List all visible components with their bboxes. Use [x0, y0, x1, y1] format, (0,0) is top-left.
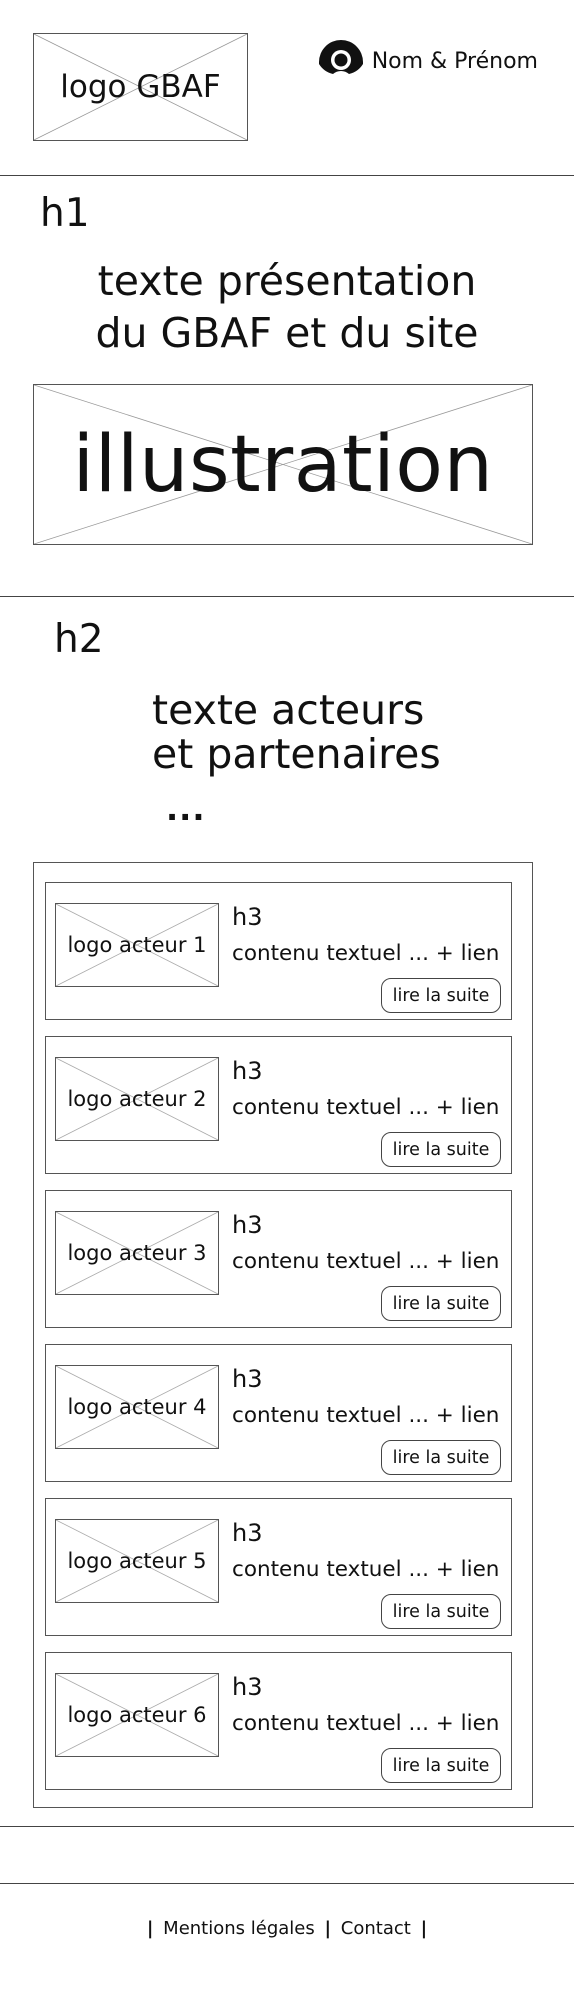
actor-card: logo acteur 2 h3 contenu textuel ... + l… — [45, 1036, 512, 1174]
site-logo-label: logo GBAF — [60, 69, 221, 105]
actor-logo-label: logo acteur 5 — [67, 1549, 207, 1573]
actor-logo-placeholder[interactable]: logo acteur 6 — [55, 1673, 219, 1757]
placeholder-cross-icon — [34, 385, 532, 544]
actor-logo-placeholder[interactable]: logo acteur 5 — [55, 1519, 219, 1603]
contact-link[interactable]: Contact — [340, 1918, 411, 1939]
actors-list: logo acteur 1 h3 contenu textuel ... + l… — [33, 862, 533, 1808]
footer-separator: | — [146, 1918, 154, 1939]
actor-logo-label: logo acteur 2 — [67, 1087, 207, 1111]
actor-logo-label: logo acteur 4 — [67, 1395, 207, 1419]
actor-text-link[interactable]: contenu textuel ... + lien — [232, 1095, 500, 1120]
footer: | Mentions légales | Contact | — [0, 1918, 574, 1939]
actor-heading-h3: h3 — [232, 1211, 263, 1239]
actor-card: logo acteur 4 h3 contenu textuel ... + l… — [45, 1344, 512, 1482]
actor-logo-label: logo acteur 3 — [67, 1241, 207, 1265]
read-more-button[interactable]: lire la suite — [381, 978, 501, 1013]
footer-divider — [0, 1883, 574, 1884]
placeholder-cross-icon — [56, 1366, 218, 1448]
actor-text-link[interactable]: contenu textuel ... + lien — [232, 941, 500, 966]
actor-logo-placeholder[interactable]: logo acteur 1 — [55, 903, 219, 987]
legal-notice-link[interactable]: Mentions légales — [163, 1918, 315, 1939]
placeholder-cross-icon — [56, 1058, 218, 1140]
actor-logo-placeholder[interactable]: logo acteur 3 — [55, 1211, 219, 1295]
section-heading-h2: h2 — [54, 617, 104, 662]
content-divider — [0, 1826, 574, 1827]
actor-card: logo acteur 3 h3 contenu textuel ... + l… — [45, 1190, 512, 1328]
read-more-button[interactable]: lire la suite — [381, 1286, 501, 1321]
actor-card: logo acteur 5 h3 contenu textuel ... + l… — [45, 1498, 512, 1636]
partners-text: texte acteurs et partenaires — [152, 688, 441, 776]
read-more-button[interactable]: lire la suite — [381, 1748, 501, 1783]
actor-card: logo acteur 6 h3 contenu textuel ... + l… — [45, 1652, 512, 1790]
placeholder-cross-icon — [56, 904, 218, 986]
illustration-placeholder: illustration — [33, 384, 533, 545]
placeholder-cross-icon — [56, 1674, 218, 1756]
user-profile[interactable]: Nom & Prénom — [316, 38, 538, 84]
user-avatar-icon — [318, 40, 363, 74]
placeholder-cross-icon — [56, 1212, 218, 1294]
user-name: Nom & Prénom — [371, 48, 538, 74]
intro-text: texte présentation du GBAF et du site — [50, 255, 524, 359]
read-more-button[interactable]: lire la suite — [381, 1132, 501, 1167]
actor-heading-h3: h3 — [232, 1519, 263, 1547]
intro-line-1: texte présentation — [97, 257, 477, 305]
illustration-label: illustration — [72, 419, 494, 510]
actor-heading-h3: h3 — [232, 1365, 263, 1393]
actor-logo-placeholder[interactable]: logo acteur 2 — [55, 1057, 219, 1141]
site-logo-placeholder[interactable]: logo GBAF — [33, 33, 248, 141]
actor-card: logo acteur 1 h3 contenu textuel ... + l… — [45, 882, 512, 1020]
partners-line-2: et partenaires — [152, 730, 441, 778]
actor-heading-h3: h3 — [232, 903, 263, 931]
header-divider — [0, 175, 574, 176]
intro-line-2: du GBAF et du site — [95, 309, 479, 357]
actor-logo-label: logo acteur 1 — [67, 933, 207, 957]
actor-heading-h3: h3 — [232, 1673, 263, 1701]
actor-logo-placeholder[interactable]: logo acteur 4 — [55, 1365, 219, 1449]
actor-text-link[interactable]: contenu textuel ... + lien — [232, 1249, 500, 1274]
actor-text-link[interactable]: contenu textuel ... + lien — [232, 1711, 500, 1736]
actor-logo-label: logo acteur 6 — [67, 1703, 207, 1727]
section-divider — [0, 596, 574, 597]
footer-separator: | — [324, 1918, 332, 1939]
actor-text-link[interactable]: contenu textuel ... + lien — [232, 1557, 500, 1582]
placeholder-cross-icon — [56, 1520, 218, 1602]
read-more-button[interactable]: lire la suite — [381, 1440, 501, 1475]
partners-ellipsis: ... — [166, 790, 206, 828]
actor-text-link[interactable]: contenu textuel ... + lien — [232, 1403, 500, 1428]
partners-line-1: texte acteurs — [152, 686, 425, 734]
read-more-button[interactable]: lire la suite — [381, 1594, 501, 1629]
actor-heading-h3: h3 — [232, 1057, 263, 1085]
placeholder-cross-icon — [34, 34, 247, 140]
page-title-h1: h1 — [40, 191, 90, 236]
footer-separator: | — [420, 1918, 428, 1939]
